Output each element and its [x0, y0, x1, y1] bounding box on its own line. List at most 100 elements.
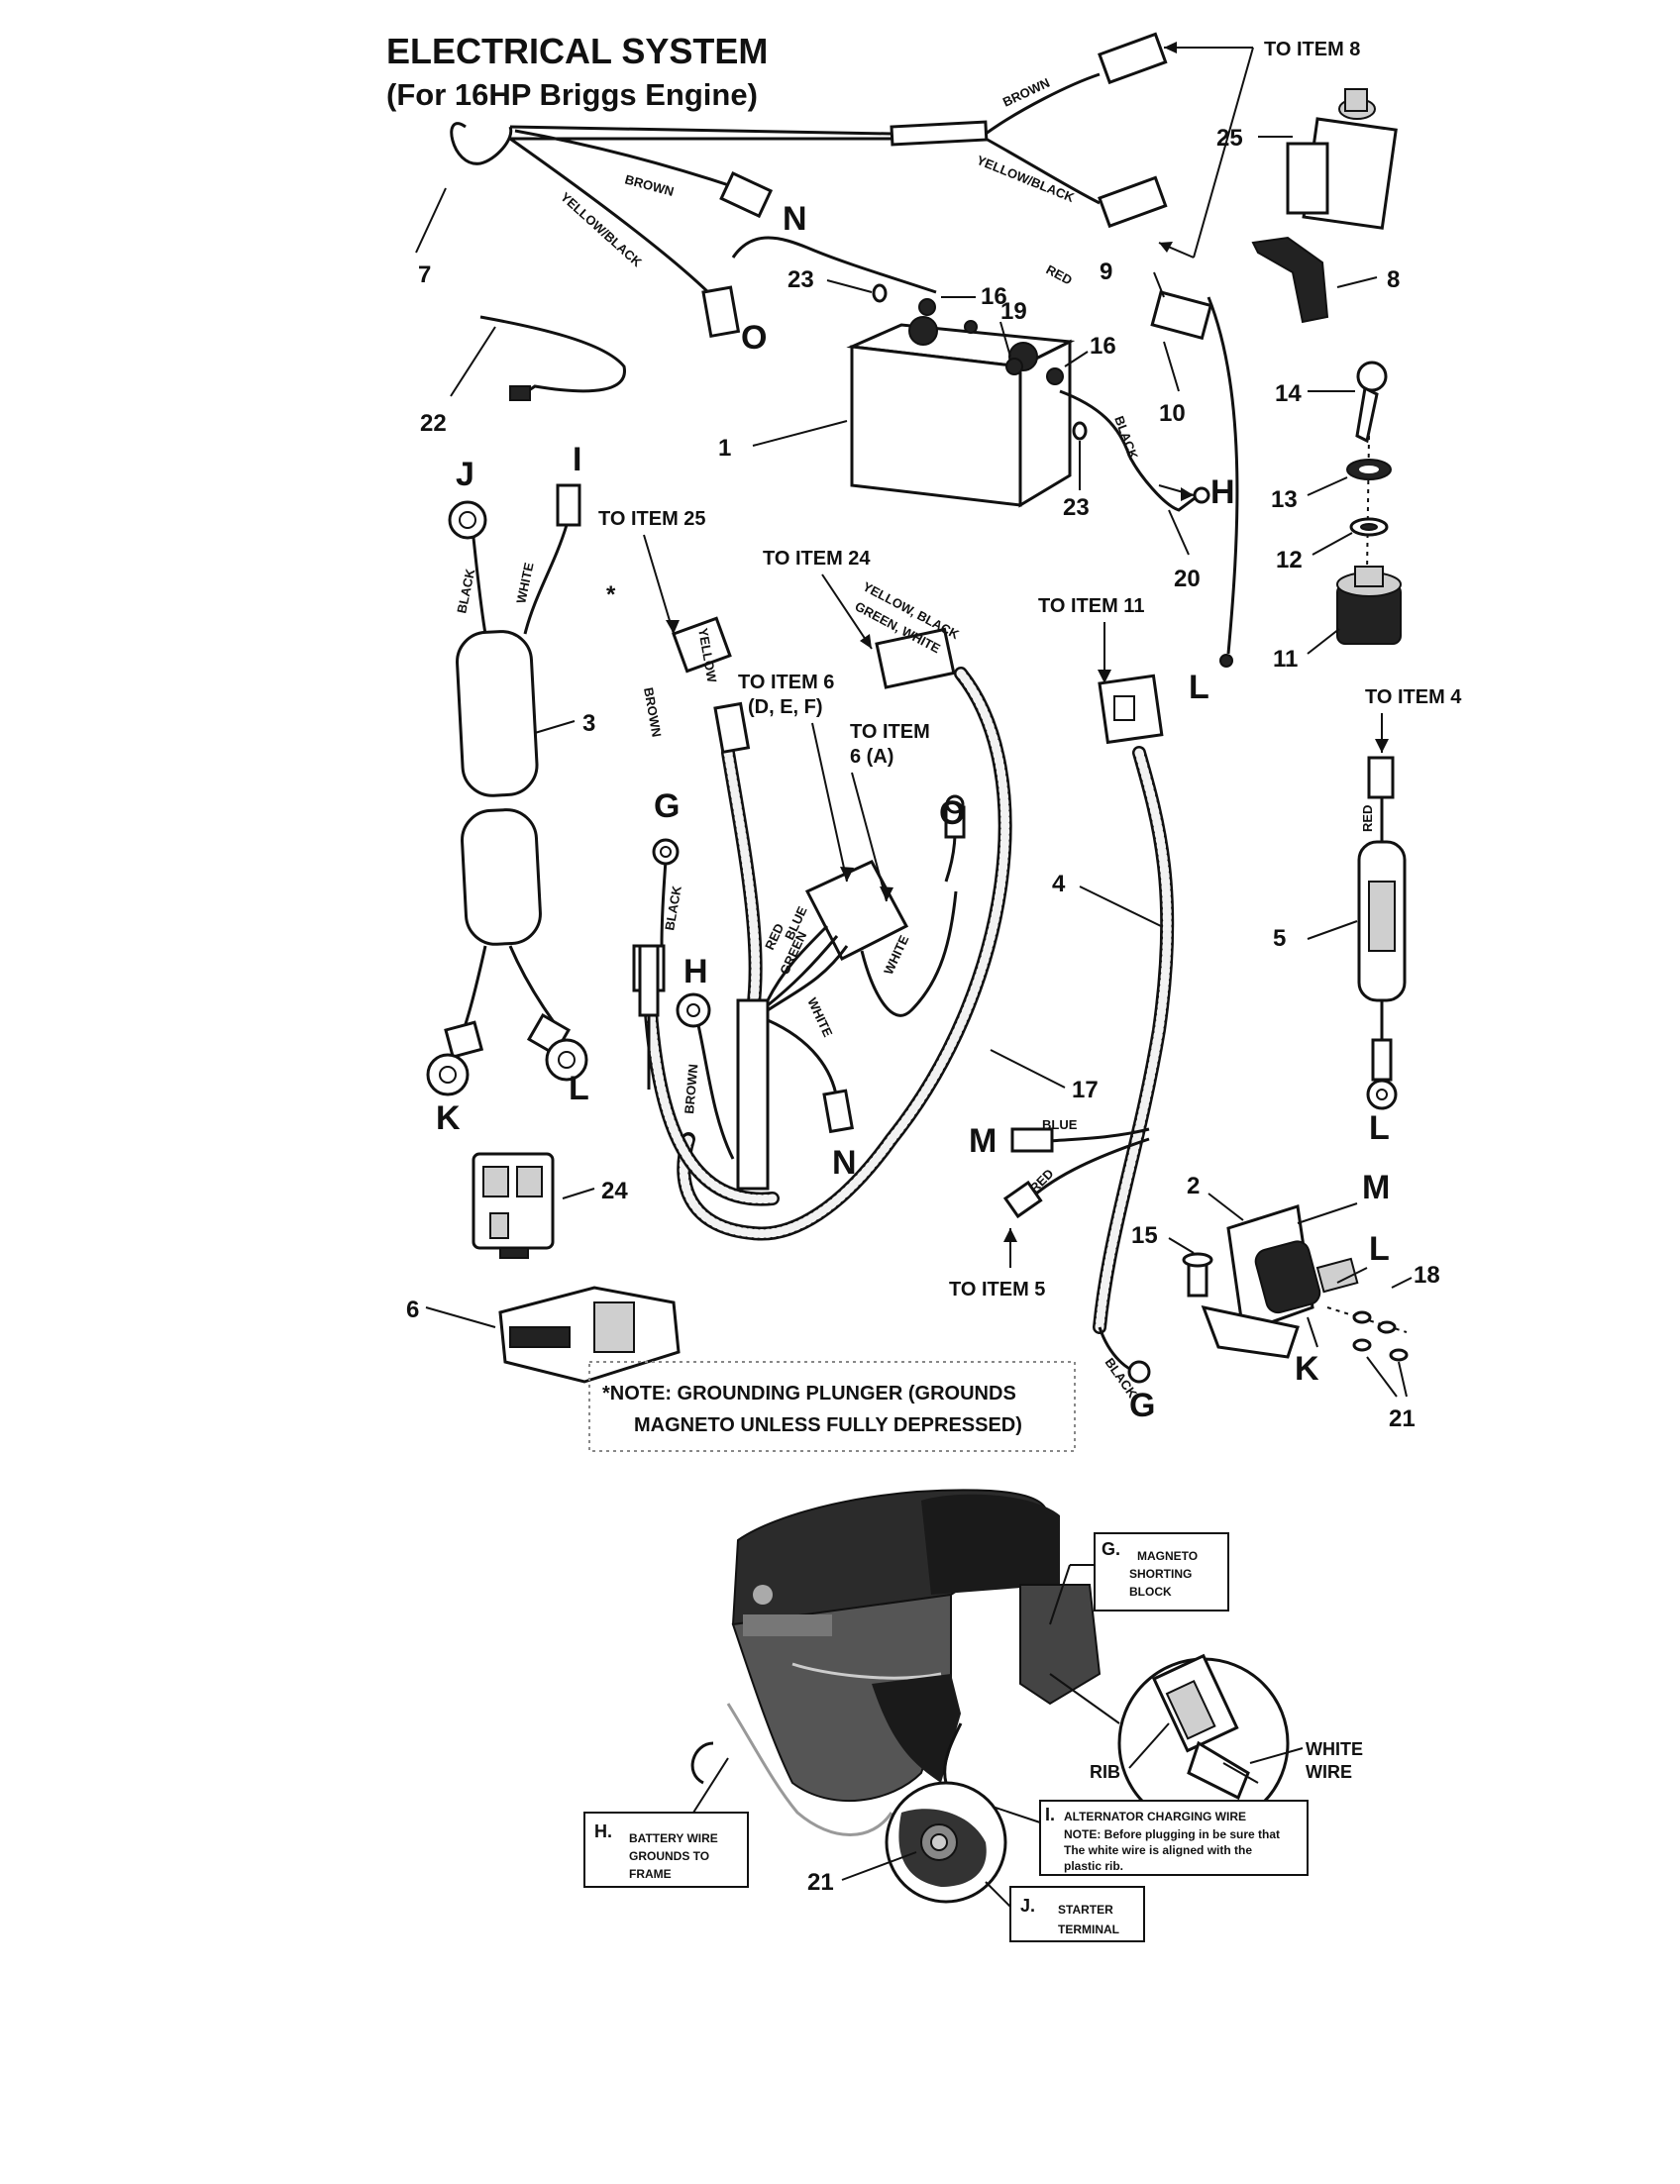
part-number-19: 19: [1000, 298, 1027, 325]
engine-g-text-3: BLOCK: [1129, 1585, 1172, 1599]
engine-g-text-2: SHORTING: [1129, 1567, 1192, 1581]
part-number-25: 25: [1216, 125, 1243, 152]
connector-label-n-harness: N: [832, 1144, 857, 1182]
wire-label-brown-top: BROWN: [1000, 75, 1052, 110]
item-7-harness: BROWN YELLOW/BLACK BROWN YELLOW/BLACK 7 …: [415, 32, 1168, 357]
diagram-title: ELECTRICAL SYSTEM: [386, 31, 768, 71]
item-14-key: 14: [1275, 361, 1388, 444]
connector-label-m-wire: M: [969, 1122, 997, 1160]
connector-label-l-left: L: [569, 1070, 589, 1107]
ref-to-item-4: TO ITEM 4: [1365, 686, 1462, 708]
connector-label-k-left: K: [436, 1099, 461, 1137]
engine-h-text-2: GROUNDS TO: [629, 1849, 709, 1863]
ref-to-item-25: TO ITEM 25: [598, 508, 706, 530]
ref-to-item-5: TO ITEM 5: [949, 1279, 1045, 1300]
part-number-14: 14: [1275, 380, 1302, 407]
part-number-1: 1: [718, 435, 731, 462]
note-line-1: *NOTE: GROUNDING PLUNGER (GROUNDS: [602, 1383, 1016, 1404]
item-11-ignition-switch: 11: [1273, 566, 1402, 673]
item-25-switch: 25: [1216, 88, 1398, 230]
item-5-fuse: TO ITEM 4 RED 5 L: [1273, 686, 1462, 1147]
engine-rib-label: RIB: [1090, 1762, 1120, 1782]
battery-hardware: 23 16 19 16 23: [788, 266, 1116, 521]
engine-i-text-4: plastic rib.: [1064, 1859, 1123, 1873]
item-22-strap: 22: [420, 315, 626, 437]
connector-label-g-bottom: G: [1129, 1387, 1155, 1424]
wire-label-black-battery: BLACK: [1111, 414, 1141, 462]
engine-white-wire-1: WHITE: [1306, 1739, 1363, 1759]
connector-label-l-key: L: [1189, 669, 1209, 706]
part-number-23-bottom: 23: [1063, 494, 1090, 521]
part-number-6: 6: [406, 1297, 419, 1323]
engine-i-text-2: NOTE: Before plugging in be sure that: [1064, 1827, 1280, 1841]
engine-g-text-1: MAGNETO: [1137, 1549, 1198, 1563]
item-20-black-cable: BLACK H 20: [1059, 389, 1235, 592]
engine-callouts: G. MAGNETO SHORTING BLOCK WHITE WIRE RIB…: [583, 1532, 1363, 1942]
connector-label-o-harness: O: [939, 794, 965, 832]
wire-label-red-fuse: RED: [1360, 805, 1375, 832]
wire-label-white-i: WHITE: [513, 561, 536, 604]
wire-label-blue-m: BLUE: [1042, 1117, 1078, 1132]
connector-label-k-solenoid: K: [1295, 1350, 1319, 1388]
ref-to-item-6a-line1: TO ITEM: [850, 721, 930, 743]
part-number-13: 13: [1271, 486, 1298, 513]
connector-label-j: J: [456, 456, 474, 493]
engine-part-number-21: 21: [807, 1869, 834, 1896]
part-number-8: 8: [1387, 266, 1400, 293]
engine-i-text-3: The white wire is aligned with the: [1064, 1843, 1252, 1857]
ref-to-item-8: TO ITEM 8: [1264, 39, 1360, 60]
connector-label-g-harness: G: [654, 787, 680, 825]
item-8-bracket: 8: [1251, 236, 1400, 324]
item-4-cable: TO ITEM 11 4 BLACK G BLUE M RED TO ITEM …: [949, 595, 1175, 1424]
part-number-21-solenoid: 21: [1389, 1405, 1416, 1432]
item-9-10-red-wire: RED 9 10 L: [731, 236, 1239, 706]
item-15-screw: 15: [1131, 1222, 1213, 1298]
part-number-15: 15: [1131, 1222, 1158, 1249]
ref-to-item-24: TO ITEM 24: [763, 548, 871, 570]
item-1-battery: 1: [718, 316, 1076, 508]
part-number-24: 24: [601, 1178, 628, 1204]
ref-to-item-6-def-line2: (D, E, F): [748, 696, 823, 718]
ref-to-item-11: TO ITEM 11: [1038, 595, 1144, 617]
part-number-22: 22: [420, 410, 447, 437]
part-number-10: 10: [1159, 400, 1186, 427]
part-number-16-top: 16: [981, 283, 1007, 310]
item-13-nut: 13: [1271, 459, 1392, 513]
engine-h-text-1: BATTERY WIRE: [629, 1831, 718, 1845]
wire-label-white-o: WHITE: [881, 933, 911, 978]
wire-label-brown-h: BROWN: [682, 1064, 700, 1115]
item-18-21-nuts: 18 21: [1326, 1262, 1440, 1432]
engine-illustration: [690, 1489, 1102, 1836]
engine-j-text-1: STARTER: [1058, 1903, 1113, 1917]
engine-i-label: I.: [1045, 1805, 1055, 1824]
note-line-2: MAGNETO UNLESS FULLY DEPRESSED): [634, 1414, 1022, 1436]
part-number-2: 2: [1187, 1173, 1200, 1199]
diagram-subtitle: (For 16HP Briggs Engine): [386, 77, 758, 112]
wire-label-brown-n: BROWN: [623, 171, 676, 199]
part-number-16-right: 16: [1090, 333, 1116, 360]
wire-label-white-n: WHITE: [804, 995, 835, 1040]
engine-white-wire-2: WIRE: [1306, 1762, 1352, 1782]
ref-to-item-6a-line2: 6 (A): [850, 746, 893, 768]
wire-label-black-j: BLACK: [454, 567, 477, 614]
to-item-8-callout: TO ITEM 8: [1158, 39, 1360, 259]
connector-label-h-battery: H: [1210, 473, 1235, 511]
part-number-7: 7: [418, 261, 431, 288]
part-number-3: 3: [582, 710, 595, 737]
engine-g-label: G.: [1102, 1539, 1120, 1559]
grounding-plunger-asterisk: *: [606, 581, 616, 608]
part-number-23-top: 23: [788, 266, 814, 293]
connector-label-n-top: N: [783, 200, 807, 238]
harness-references: TO ITEM 25 * TO ITEM 24 TO ITEM 6 (D, E,…: [598, 508, 930, 902]
wire-label-brown-25: BROWN: [641, 686, 665, 738]
connector-label-h-harness: H: [683, 953, 708, 990]
wire-label-red-battery: RED: [1044, 261, 1075, 287]
connector-label-m-solenoid: M: [1362, 1169, 1390, 1206]
part-number-11: 11: [1273, 646, 1298, 673]
connector-label-l-fuse: L: [1369, 1109, 1390, 1147]
ref-to-item-6-def-line1: TO ITEM 6: [738, 672, 834, 693]
grounding-plunger-note: *NOTE: GROUNDING PLUNGER (GROUNDS MAGNET…: [588, 1361, 1076, 1452]
item-2-solenoid: 2 M L K: [1187, 1169, 1390, 1388]
